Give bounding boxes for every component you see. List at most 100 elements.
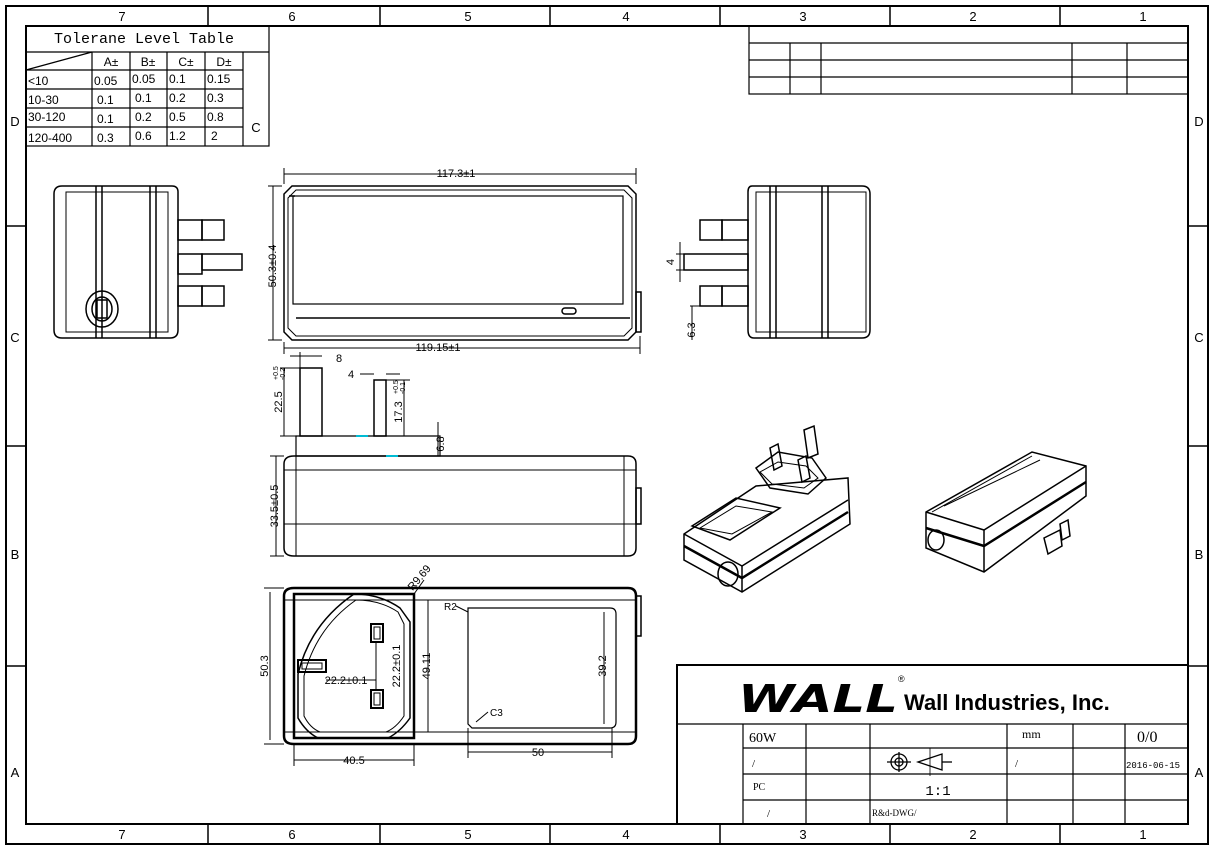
side-view-dimensions xyxy=(270,352,439,557)
col-label: 7 xyxy=(118,9,125,24)
drawing-frame xyxy=(5,5,1209,845)
logo-wordmark: WALL xyxy=(738,677,898,721)
projection-symbol-icon xyxy=(887,748,952,776)
unit-label: mm xyxy=(1022,727,1041,741)
table-cell: 0.05 xyxy=(132,72,156,86)
field-slash: / xyxy=(752,758,756,770)
title-block xyxy=(676,664,1189,825)
side-view xyxy=(283,367,642,557)
row-label: D xyxy=(1194,114,1203,129)
right-end-view xyxy=(683,185,871,339)
dim-side-pin-offset: 6.3 xyxy=(686,322,698,337)
row-label: C xyxy=(1194,330,1203,345)
scale: 1:1 xyxy=(925,784,950,800)
face-view xyxy=(282,586,642,746)
side-view-highlights xyxy=(356,435,398,457)
tolerance-table: Tolerane Level Table A± B± C± D± <10 0.0… xyxy=(25,25,270,147)
table-cell: 0.2 xyxy=(135,110,152,124)
table-diagonal xyxy=(25,51,93,71)
col-label: 2 xyxy=(969,9,976,24)
dim-pin-small-tol-lower: -0.1 xyxy=(400,382,407,394)
isometric-view-body xyxy=(925,451,1087,573)
col-label: 4 xyxy=(622,9,629,24)
dim-top-length: 117.3±1 xyxy=(437,168,476,180)
field-slash: / xyxy=(767,808,771,820)
dim-pin-length-main: 22.5 xyxy=(273,391,285,412)
dim-face-width: 40.5 xyxy=(343,755,364,767)
power-rating: 60W xyxy=(749,731,777,746)
col-label: 4 xyxy=(622,827,629,842)
dim-top-height: 50.3±0.4 xyxy=(267,245,279,288)
col-label: 7 xyxy=(118,827,125,842)
col-label: 5 xyxy=(464,827,471,842)
dim-pin-width: 8 xyxy=(336,353,342,365)
row-label: D xyxy=(10,114,19,129)
drawing-number: R&d-DWG/ xyxy=(872,808,917,818)
material: PC xyxy=(753,782,766,793)
table-cell: 0.1 xyxy=(135,91,152,105)
table-cell: 0.5 xyxy=(169,110,186,124)
table-cell: 0.1 xyxy=(97,93,114,107)
tolerance-table-title: Tolerane Level Table xyxy=(54,31,234,48)
table-cell: 10-30 xyxy=(28,93,59,107)
col-label: 6 xyxy=(288,827,295,842)
row-label: B xyxy=(1195,547,1204,562)
table-cell: 0.2 xyxy=(169,91,186,105)
dim-pin-small-length: 17.3 xyxy=(393,401,405,422)
dim-face-height: 50.3 xyxy=(259,655,271,676)
frame-labels: 7 6 5 4 3 2 1 7 6 5 4 3 2 1 D C B A D C … xyxy=(10,9,1203,842)
dim-pin-base-offset: 6.8 xyxy=(435,436,447,451)
col-label: 6 xyxy=(288,9,295,24)
right-view-dimensions xyxy=(676,242,700,340)
table-cell: 120-400 xyxy=(28,131,72,145)
table-header: D± xyxy=(216,55,232,69)
dim-side-pin-width: 4 xyxy=(665,259,677,265)
company-logo: WALL ® xyxy=(738,674,905,721)
dim-bottom-length: 119.15±1 xyxy=(416,342,461,354)
table-cell: 2 xyxy=(211,129,218,143)
dim-label-width: 50 xyxy=(532,747,544,759)
table-cell: 0.8 xyxy=(207,110,224,124)
table-cell: 0.3 xyxy=(97,131,114,145)
dim-body-height: 33.5±0.5 xyxy=(269,485,281,528)
dim-pin-spacing-h: 22.2±0.1 xyxy=(325,675,368,687)
dim-pin-small-width: 4 xyxy=(348,369,354,381)
sheet-number: 0/0 xyxy=(1137,729,1157,746)
registered-mark: ® xyxy=(898,674,905,684)
dim-label-height: 39.2 xyxy=(597,655,609,676)
table-cell: 0.05 xyxy=(94,74,118,88)
top-view xyxy=(283,185,642,341)
table-header: A± xyxy=(104,55,119,69)
col-label: 1 xyxy=(1139,827,1146,842)
dim-pin-length-main-tol-lower: -0.2 xyxy=(280,368,287,380)
drawing-date: 2016-06-15 xyxy=(1126,761,1180,771)
col-label: 2 xyxy=(969,827,976,842)
field-slash: / xyxy=(1015,758,1019,770)
table-cell: 1.2 xyxy=(169,129,186,143)
col-label: 3 xyxy=(799,9,806,24)
table-cell: 0.15 xyxy=(207,72,231,86)
dim-pin-small-tol-upper: +0.5 xyxy=(393,380,400,394)
dim-pin-length-main-tol-upper: +0.5 xyxy=(273,366,280,380)
dim-label-chamfer: C3 xyxy=(490,708,503,719)
dim-label-radius: R2 xyxy=(444,602,457,613)
dim-pin-spacing-v: 22.2±0.1 xyxy=(391,645,403,688)
company-name: Wall Industries, Inc. xyxy=(904,690,1110,715)
table-header: C± xyxy=(178,55,194,69)
col-label: 5 xyxy=(464,9,471,24)
row-label: B xyxy=(11,547,20,562)
left-end-view xyxy=(53,185,243,339)
revision-table xyxy=(748,25,1189,95)
table-cell: 0.1 xyxy=(97,112,114,126)
col-label: 1 xyxy=(1139,9,1146,24)
table-cell: 0.3 xyxy=(207,91,224,105)
row-label: A xyxy=(1195,765,1204,780)
isometric-view-plug xyxy=(683,424,851,593)
col-label: 3 xyxy=(799,827,806,842)
selected-level: C xyxy=(251,120,260,135)
dim-inner-height: 49.11 xyxy=(421,653,433,680)
row-label: C xyxy=(10,330,19,345)
table-cell: 0.6 xyxy=(135,129,152,143)
table-cell: <10 xyxy=(28,74,49,88)
